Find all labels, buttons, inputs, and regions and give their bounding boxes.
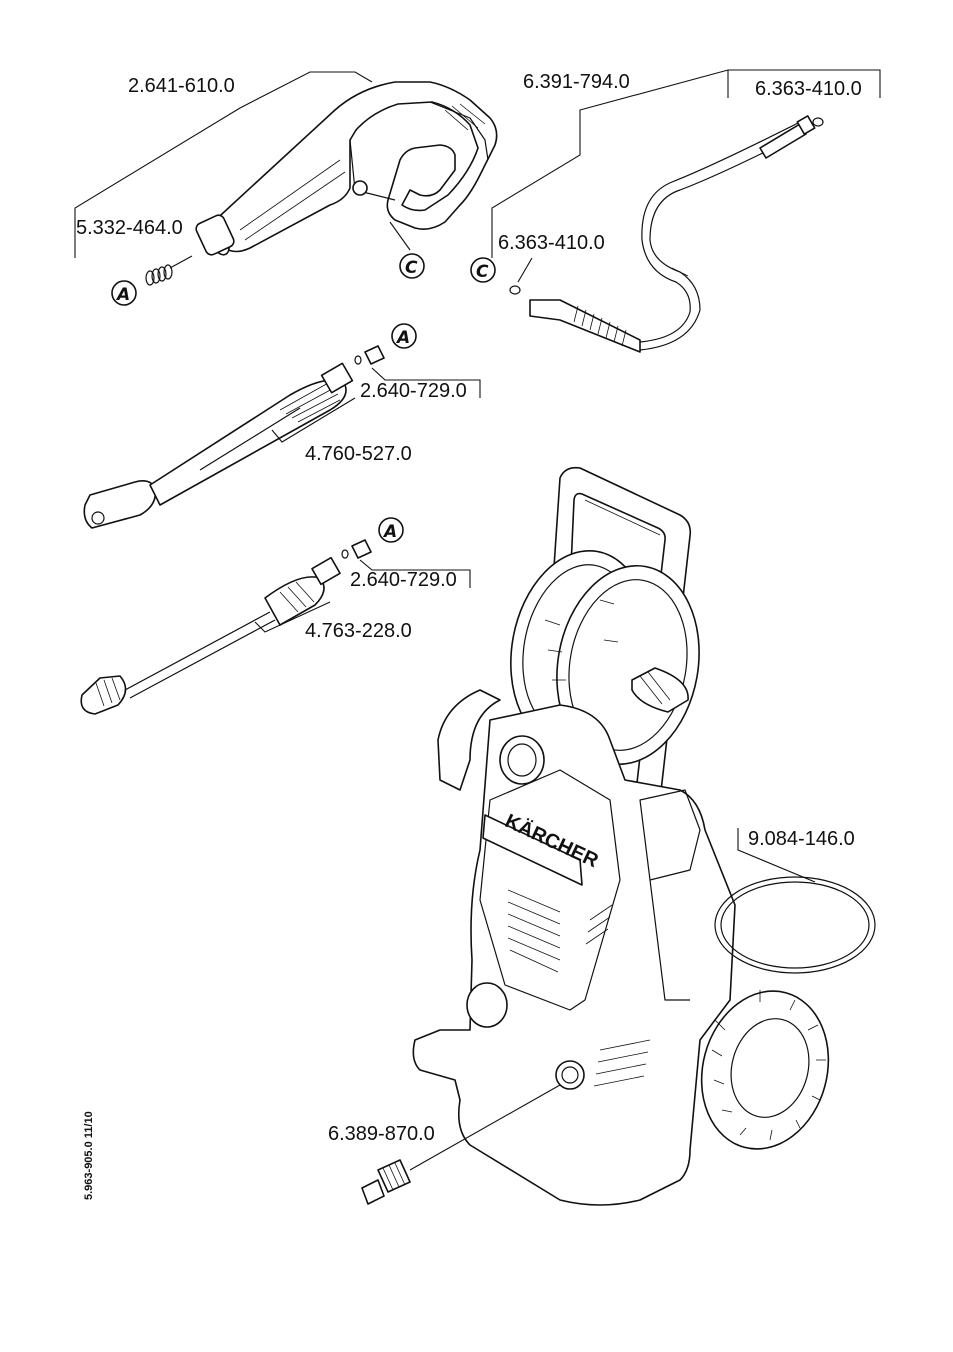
label-hose-reel-band: 9.084-146.0	[748, 828, 855, 850]
label-nozzle-b: 2.640-729.0	[350, 569, 457, 591]
oring-hose	[510, 286, 520, 294]
svg-text:A: A	[395, 328, 410, 348]
callout-a-dirt: A	[379, 518, 403, 542]
callout-a-vario: A	[392, 324, 416, 348]
nozzle-a-top	[355, 346, 384, 364]
nozzle-b-top	[342, 540, 371, 558]
label-inlet-coupling: 6.389-870.0	[328, 1123, 435, 1145]
leader-oring-hose	[518, 258, 532, 282]
callout-c-hose: C	[471, 258, 495, 282]
svg-text:C: C	[476, 262, 489, 282]
label-trigger-gun: 2.641-610.0	[128, 75, 235, 97]
callout-a-gun: A	[112, 281, 136, 305]
svg-text:A: A	[115, 285, 130, 305]
document-code: 5.963-905.0 11/10	[83, 1111, 95, 1200]
label-nozzle-a: 2.640-729.0	[360, 380, 467, 402]
label-gun-seal: 5.332-464.0	[76, 217, 183, 239]
leader-callout-c-gun	[390, 222, 410, 250]
oring-top	[813, 118, 823, 126]
gun-seal-rings	[146, 265, 172, 285]
dirt-blaster-lance	[81, 558, 340, 714]
label-hose: 6.391-794.0	[523, 71, 630, 93]
label-dirt-lance: 4.763-228.0	[305, 620, 412, 642]
svg-text:A: A	[382, 522, 397, 542]
callout-c-gun: C	[400, 254, 424, 278]
inlet-coupling	[362, 1160, 410, 1204]
hose-reel-band	[715, 877, 875, 973]
leader-seal	[170, 256, 192, 268]
label-oring-top: 6.363-410.0	[755, 78, 862, 100]
label-oring-hose: 6.363-410.0	[498, 232, 605, 254]
svg-text:C: C	[405, 258, 418, 278]
label-vario-lance: 4.760-527.0	[305, 443, 412, 465]
